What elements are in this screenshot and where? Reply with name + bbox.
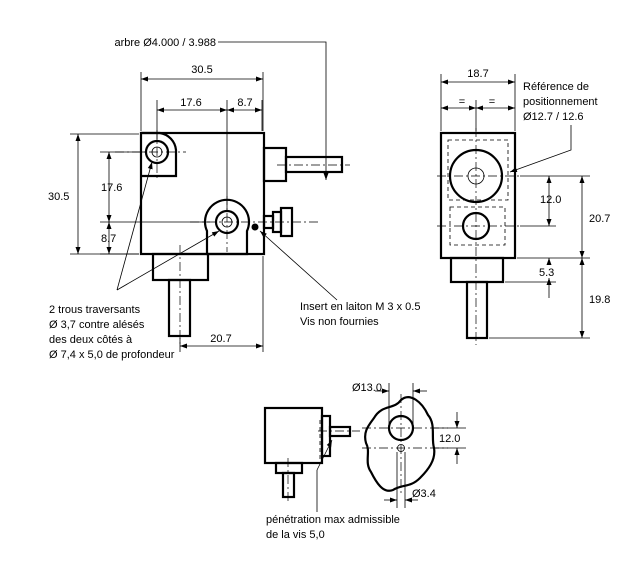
dim-detail-diameter-3-4: Ø3.4 <box>412 488 436 500</box>
front-view <box>115 130 350 345</box>
dim-side-eq-right: = <box>489 96 495 108</box>
detail-flange <box>320 414 332 458</box>
insert-marker <box>251 223 259 231</box>
dim-front-8-7-h: 8.7 <box>237 97 252 109</box>
front-lower-neck <box>151 252 210 282</box>
dim-front-height: 30.5 <box>48 191 69 203</box>
note-insert-line2: Vis non fournies <box>300 316 379 328</box>
dim-side-20-7: 20.7 <box>589 213 610 225</box>
dim-side-width: 18.7 <box>467 68 488 80</box>
detail-lower-shaft <box>281 471 296 499</box>
front-shaft <box>284 155 344 174</box>
side-lower-neck <box>449 256 505 284</box>
dim-detail-12-0: 12.0 <box>439 433 460 445</box>
note-holes-line3: des deux côtés à <box>49 334 133 346</box>
label-reference-line1: Référence de <box>523 81 589 93</box>
detail-break-view: Ø13.0 12.0 Ø3.4 <box>352 382 466 508</box>
front-lower-shaft <box>167 278 192 338</box>
detail-break-outline <box>364 396 436 492</box>
note-holes-line4: Ø 7,4 x 5,0 de profondeur <box>49 349 175 361</box>
note-holes-line1: 2 trous traversants <box>49 304 141 316</box>
detail-neck <box>274 461 304 475</box>
dim-side-19-8: 19.8 <box>589 294 610 306</box>
front-view-dimensions: 30.5 17.6 8.7 30.5 17.6 8.7 20.7 arbre Ø… <box>48 37 329 352</box>
dim-side-eq-left: = <box>459 96 465 108</box>
dim-front-17-6-h: 17.6 <box>180 97 201 109</box>
dim-side-5-3: 5.3 <box>539 267 554 279</box>
side-hidden-upper <box>447 139 509 201</box>
note-penetration-line1: pénétration max admissible <box>266 514 400 526</box>
detail-body-outline <box>263 406 324 465</box>
side-view-dimensions: 18.7 = = Référence de positionnement Ø12… <box>440 68 610 339</box>
front-body-outline <box>139 131 266 256</box>
dim-front-8-7-v: 8.7 <box>101 233 116 245</box>
front-view-notes: 2 trous traversants Ø 3,7 contre alésés … <box>49 161 420 361</box>
detail-side-view: pénétration max admissible de la vis 5,0 <box>263 406 400 541</box>
label-shaft-diameter: arbre Ø4.000 / 3.988 <box>114 37 216 49</box>
side-lower-shaft <box>465 280 489 340</box>
note-penetration-line2: de la vis 5,0 <box>266 529 325 541</box>
note-holes-line2: Ø 3,7 contre alésés <box>49 319 145 331</box>
label-reference-line3: Ø12.7 / 12.6 <box>523 111 584 123</box>
dim-front-width: 30.5 <box>191 64 212 76</box>
front-upper-hole-boss <box>141 131 178 178</box>
dim-front-20-7: 20.7 <box>210 333 231 345</box>
note-insert-line1: Insert en laiton M 3 x 0.5 <box>300 301 420 313</box>
detail-shaft <box>328 425 352 438</box>
front-lower-hole-boss <box>203 198 251 256</box>
dim-detail-diameter-13: Ø13.0 <box>352 382 382 394</box>
dim-front-17-6-v: 17.6 <box>101 182 122 194</box>
dim-side-12-0: 12.0 <box>540 194 561 206</box>
side-view <box>437 128 522 345</box>
label-reference-line2: positionnement <box>523 96 598 108</box>
front-shaft-boss <box>262 146 288 183</box>
